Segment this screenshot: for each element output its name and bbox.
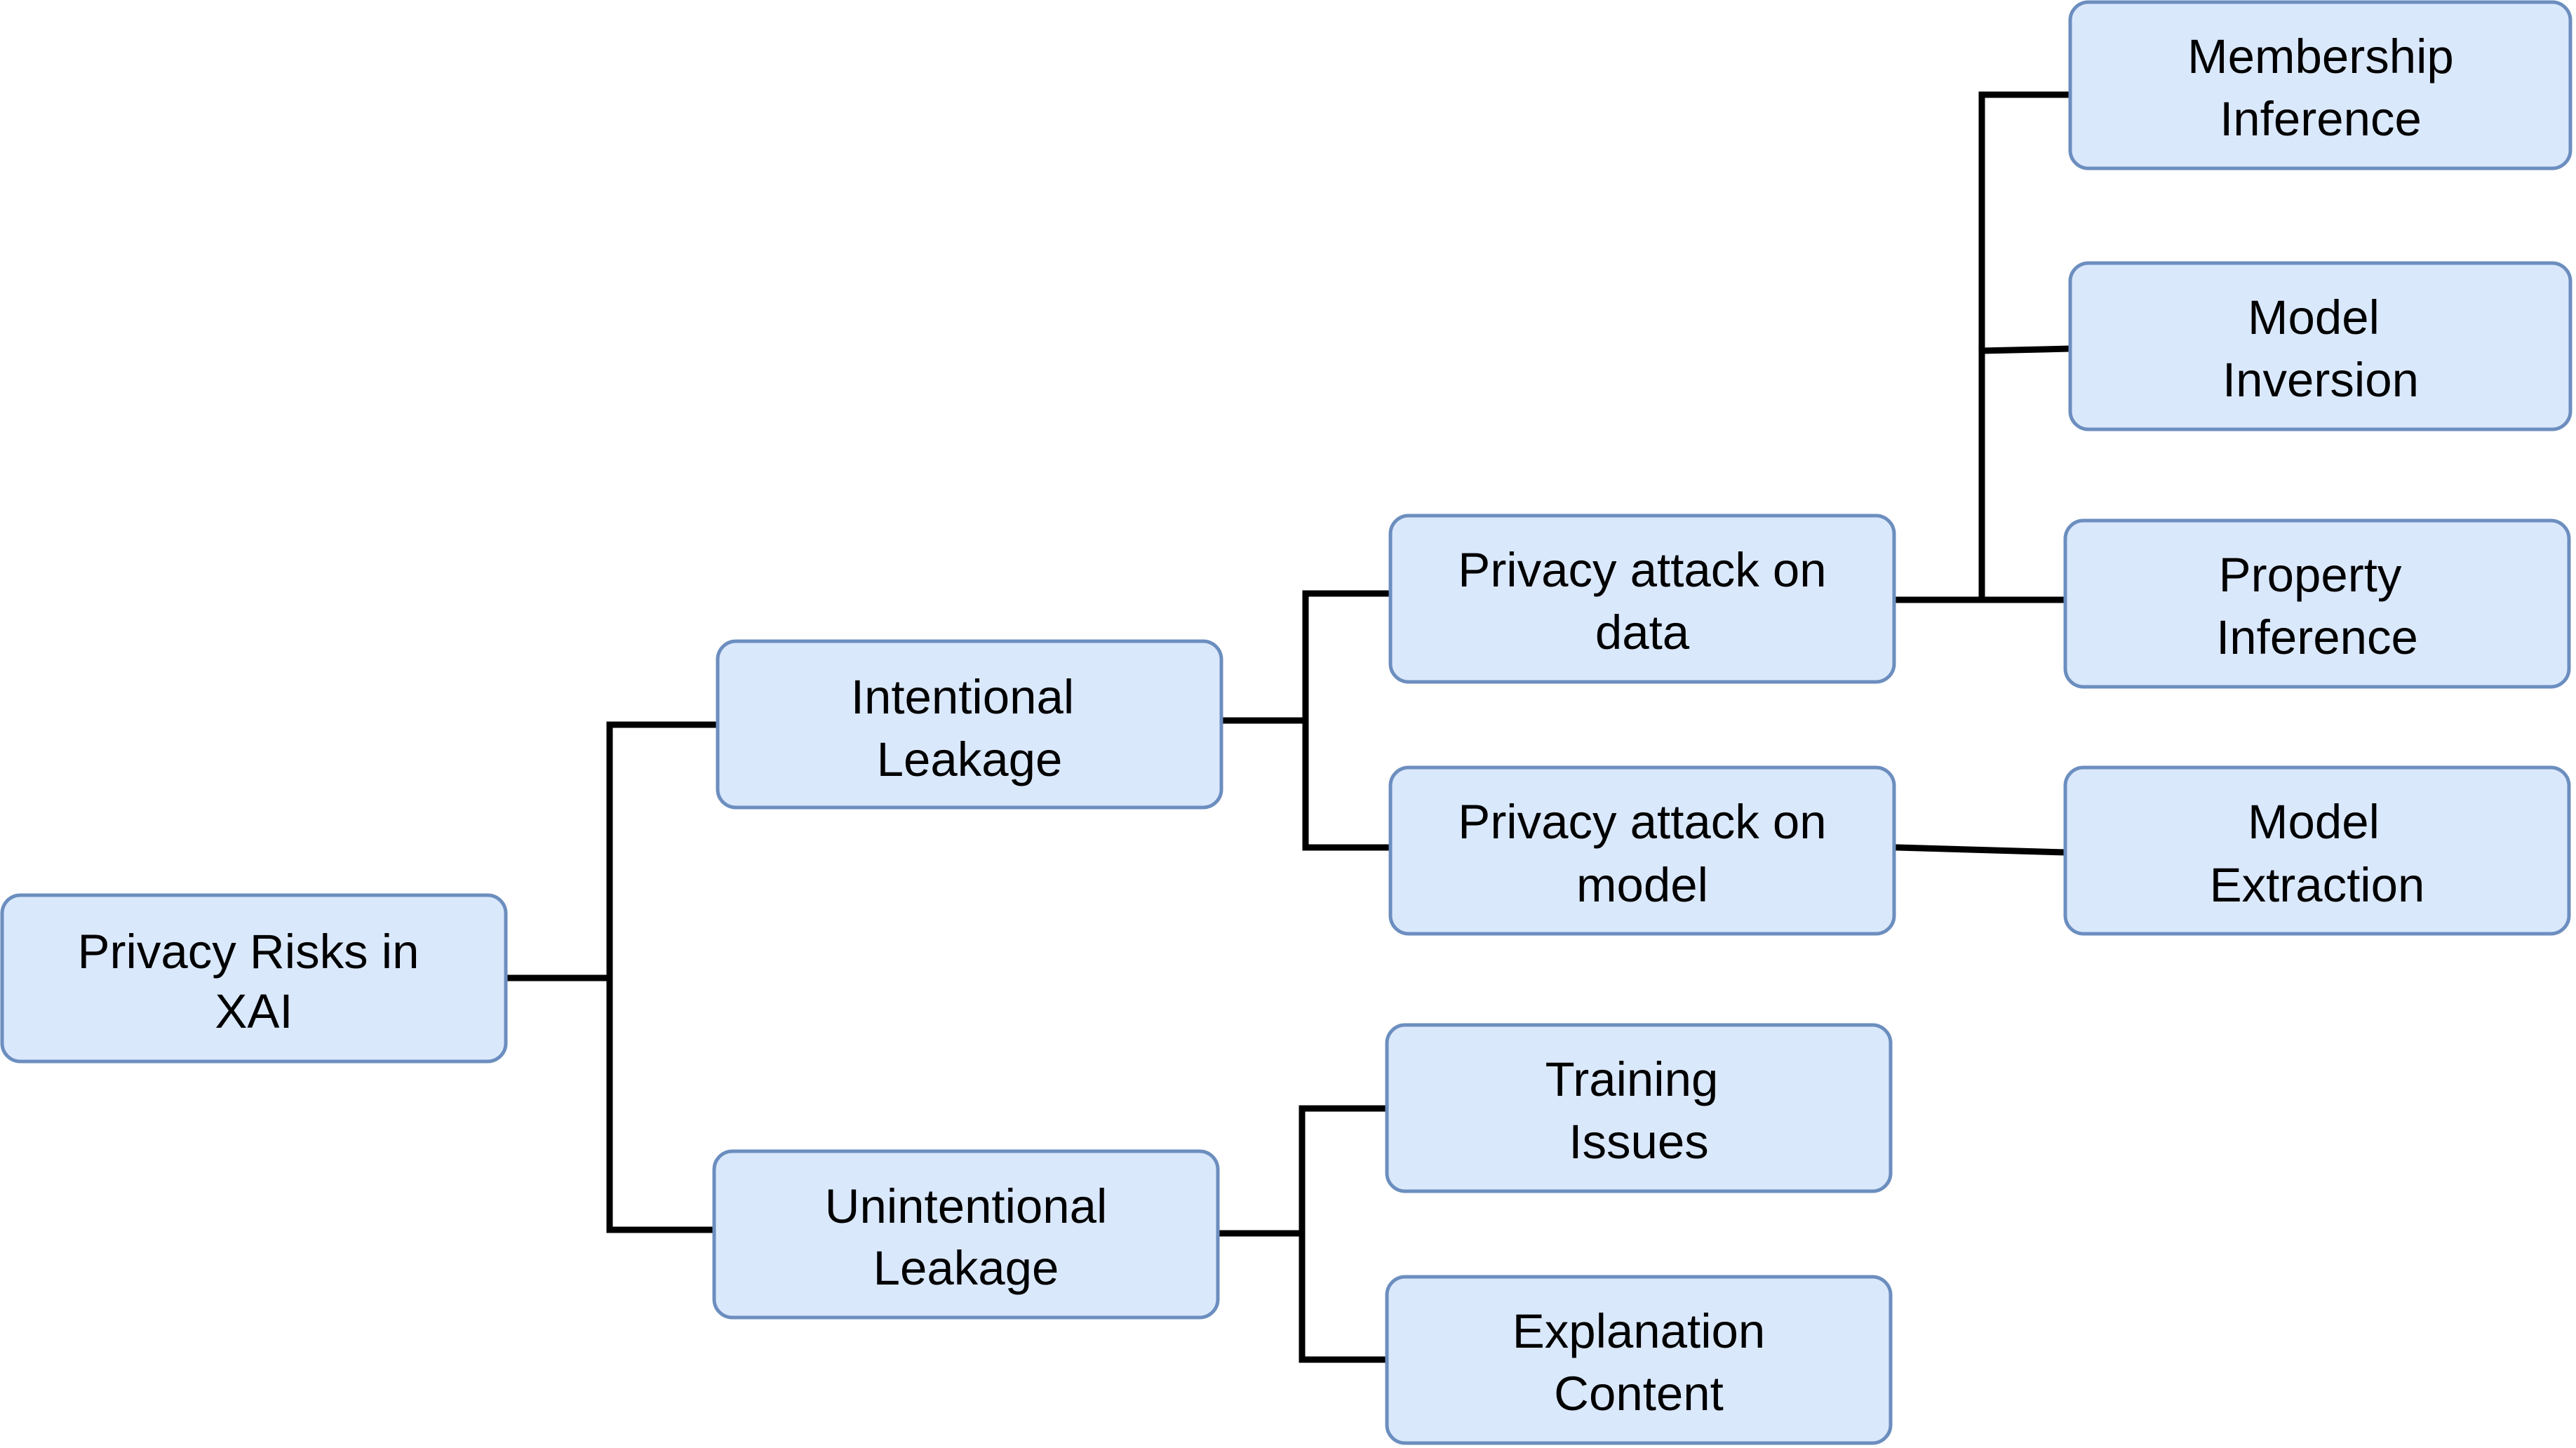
- node-intentional-leakage[interactable]: Intentional Leakage: [716, 639, 1223, 810]
- svg-text:Inference: Inference: [2216, 610, 2418, 664]
- node-label-line1: Privacy Risks in: [78, 925, 420, 979]
- svg-text:Privacy Risks in: Privacy Risks in: [78, 925, 420, 979]
- node-label-line1: Explanation: [1512, 1304, 1766, 1358]
- connector-to-model-inversion: [1978, 345, 2074, 354]
- node-explanation-content[interactable]: Explanation Content: [1385, 1275, 1893, 1445]
- svg-text:Membership: Membership: [2187, 29, 2454, 83]
- svg-text:Unintentional: Unintentional: [825, 1179, 1108, 1233]
- connector-lines: [502, 91, 2074, 1363]
- svg-text:Training: Training: [1545, 1052, 1719, 1106]
- svg-text:Privacy attack on: Privacy attack on: [1458, 543, 1826, 597]
- node-label-line2: Inversion: [2222, 353, 2419, 407]
- svg-text:Explanation: Explanation: [1512, 1304, 1766, 1358]
- node-privacy-attack-on-model[interactable]: Privacy attack on model: [1388, 765, 1896, 936]
- node-label-line1: Training: [1545, 1052, 1719, 1106]
- svg-text:Intentional: Intentional: [851, 670, 1074, 724]
- svg-text:Inversion: Inversion: [2222, 353, 2419, 407]
- node-label-line1: Property: [2219, 548, 2402, 602]
- svg-text:Leakage: Leakage: [873, 1241, 1059, 1295]
- node-label-line1: Privacy attack on: [1458, 795, 1826, 849]
- node-label-line2: Leakage: [877, 732, 1063, 786]
- svg-text:model: model: [1576, 858, 1708, 912]
- node-privacy-risks-in-xai[interactable]: Privacy Risks in XAI: [0, 893, 508, 1064]
- node-label-line1: Privacy attack on: [1458, 543, 1826, 597]
- svg-text:Leakage: Leakage: [877, 732, 1063, 786]
- node-label-line2: Content: [1554, 1367, 1724, 1421]
- node-label-line2: data: [1595, 605, 1690, 659]
- node-label-line2: Inference: [2216, 610, 2418, 664]
- node-model-inversion[interactable]: Model Inversion: [2068, 261, 2572, 431]
- node-training-issues[interactable]: Training Issues: [1385, 1023, 1893, 1193]
- node-label-line2: Extraction: [2210, 858, 2425, 912]
- node-label-line1: Intentional: [851, 670, 1074, 724]
- node-label-line2: Inference: [2220, 92, 2422, 146]
- node-label-line1: Model: [2248, 795, 2380, 849]
- node-property-inference[interactable]: Property Inference: [2063, 518, 2571, 689]
- svg-text:Issues: Issues: [1569, 1115, 1708, 1169]
- node-label-line1: Membership: [2187, 29, 2454, 83]
- node-unintentional-leakage[interactable]: Unintentional Leakage: [712, 1149, 1220, 1320]
- connector-to-model-extraction: [1894, 844, 2069, 856]
- node-label-line2: model: [1576, 858, 1708, 912]
- svg-text:XAI: XAI: [215, 984, 293, 1038]
- svg-text:Privacy attack on: Privacy attack on: [1458, 795, 1826, 849]
- node-label-line2: Issues: [1569, 1115, 1708, 1169]
- node-label-line2: XAI: [215, 984, 293, 1038]
- node-privacy-attack-on-data[interactable]: Privacy attack on data: [1388, 514, 1896, 684]
- svg-text:Content: Content: [1554, 1367, 1724, 1421]
- node-label-line2: Leakage: [873, 1241, 1059, 1295]
- svg-text:Model: Model: [2248, 795, 2380, 849]
- svg-text:Property: Property: [2219, 548, 2402, 602]
- node-label-line1: Unintentional: [825, 1179, 1108, 1233]
- svg-text:data: data: [1595, 605, 1690, 659]
- svg-text:Extraction: Extraction: [2210, 858, 2425, 912]
- svg-text:Model: Model: [2248, 290, 2380, 344]
- node-model-extraction[interactable]: Model Extraction: [2063, 765, 2571, 936]
- svg-text:Inference: Inference: [2220, 92, 2422, 146]
- node-membership-inference[interactable]: Membership Inference: [2068, 0, 2572, 170]
- node-label-line1: Model: [2248, 290, 2380, 344]
